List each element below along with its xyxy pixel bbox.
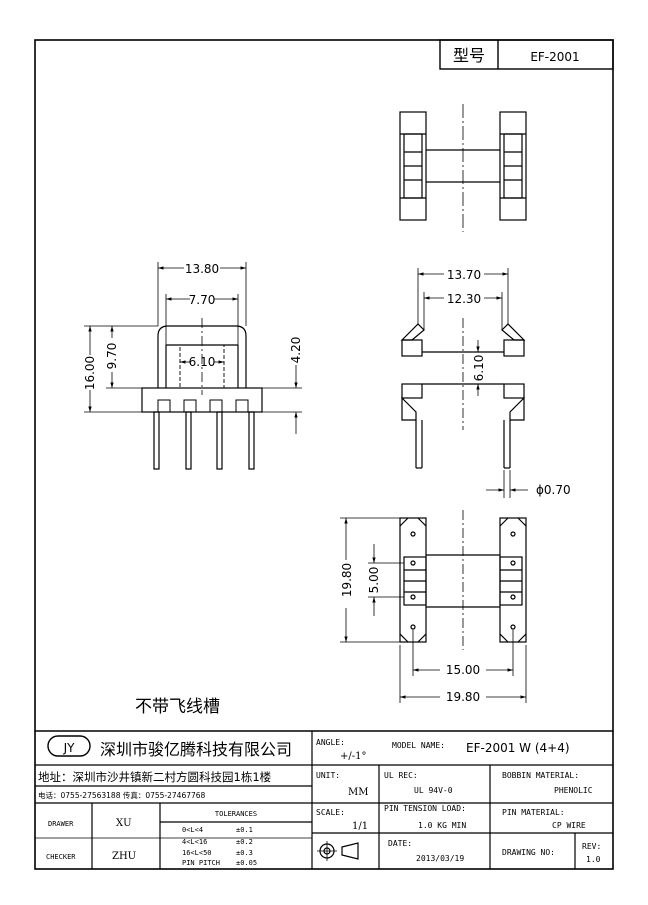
side-view xyxy=(400,318,526,469)
front-view xyxy=(141,318,263,470)
dim-13-70: 13.70 xyxy=(447,268,481,282)
bobbin-material-value: PHENOLIC xyxy=(554,786,593,795)
tol-range: 0<L<4 xyxy=(182,826,203,834)
note-text: 不带飞线槽 xyxy=(135,697,220,717)
type-label: 型号 xyxy=(453,46,485,65)
dim-6-10-side: 6.10 xyxy=(472,355,486,382)
unit-value: MM xyxy=(348,787,368,798)
top-view xyxy=(399,104,527,232)
angle-label: ANGLE: xyxy=(316,738,345,747)
angle-value: +/-1° xyxy=(340,751,367,762)
tol-range: 16<L<50 xyxy=(182,849,212,857)
tol-value: ±0.1 xyxy=(236,826,253,834)
company-logo: JY xyxy=(47,735,91,757)
model-number: EF-2001 xyxy=(530,50,579,64)
bobbin-material-label: BOBBIN MATERIAL: xyxy=(502,771,579,780)
drawer-value: XU xyxy=(116,818,132,829)
pin-material-label: PIN MATERIAL: xyxy=(502,808,565,817)
tolerance-table: 0<L<4 ±0.1 4<L<16 ±0.2 16<L<50 ±0.3 PIN … xyxy=(182,826,257,867)
dim-12-30: 12.30 xyxy=(447,292,481,306)
checker-label: CHECKER xyxy=(46,853,76,861)
dim-7-70: 7.70 xyxy=(189,293,216,307)
bottom-view xyxy=(399,510,527,650)
title-block xyxy=(35,730,613,869)
projection-symbol-icon xyxy=(317,841,359,861)
tol-value: ±0.2 xyxy=(236,838,253,846)
tol-value: ±0.05 xyxy=(236,859,257,867)
date-value: 2013/03/19 xyxy=(416,854,464,863)
model-name-label: MODEL NAME: xyxy=(392,741,445,750)
dim-5-00: 5.00 xyxy=(367,567,381,594)
company-address: 地址：深圳市沙井镇新二村方圆科技园1栋1楼 xyxy=(38,770,272,784)
company-phone: 电话：0755-27563188 传真：0755-27467768 xyxy=(38,790,206,800)
dim-4-20: 4.20 xyxy=(289,337,303,364)
logo-text: JY xyxy=(63,741,76,755)
pin-material-value: CP WIRE xyxy=(552,821,586,830)
bottom-dimensions xyxy=(340,517,527,703)
dim-16-00: 16.00 xyxy=(83,356,97,390)
scale-label: SCALE: xyxy=(316,808,345,817)
tol-value: ±0.3 xyxy=(236,849,253,857)
company-name: 深圳市骏亿腾科技有限公司 xyxy=(100,740,292,759)
front-dimensions xyxy=(84,262,302,434)
side-dimensions xyxy=(417,268,528,498)
pin-tension-value: 1.0 KG MIN xyxy=(418,821,466,830)
tolerances-label: TOLERANCES xyxy=(215,810,257,818)
drawer-label: DRAWER xyxy=(48,820,74,828)
dim-pin-diameter: ϕ0.70 xyxy=(536,483,571,497)
ul-label: UL REC: xyxy=(384,771,418,780)
dim-13-80: 13.80 xyxy=(185,262,219,276)
rev-label: REV: xyxy=(582,842,601,851)
sheet-border xyxy=(34,39,614,870)
model-header: 型号 EF-2001 xyxy=(439,39,614,70)
dim-15-00: 15.00 xyxy=(446,663,480,677)
drawing-no-label: DRAWING NO: xyxy=(502,848,555,857)
date-label: DATE: xyxy=(388,839,412,848)
dim-19-80-horizontal: 19.80 xyxy=(446,690,480,704)
rev-value: 1.0 xyxy=(586,855,601,864)
scale-value: 1/1 xyxy=(352,821,368,832)
dim-9-70: 9.70 xyxy=(105,343,119,370)
tol-range: 4<L<16 xyxy=(182,838,207,846)
dim-19-80-vertical: 19.80 xyxy=(340,563,354,597)
pin-tension-label: PIN TENSION LOAD: xyxy=(384,804,466,813)
model-name-value: EF-2001 W (4+4) xyxy=(466,741,570,755)
unit-label: UNIT: xyxy=(316,771,340,780)
ul-value: UL 94V-0 xyxy=(414,786,453,795)
checker-value: ZHU xyxy=(112,851,136,862)
tol-range: PIN PITCH xyxy=(182,859,220,867)
dim-6-10-front: 6.10 xyxy=(189,355,216,369)
